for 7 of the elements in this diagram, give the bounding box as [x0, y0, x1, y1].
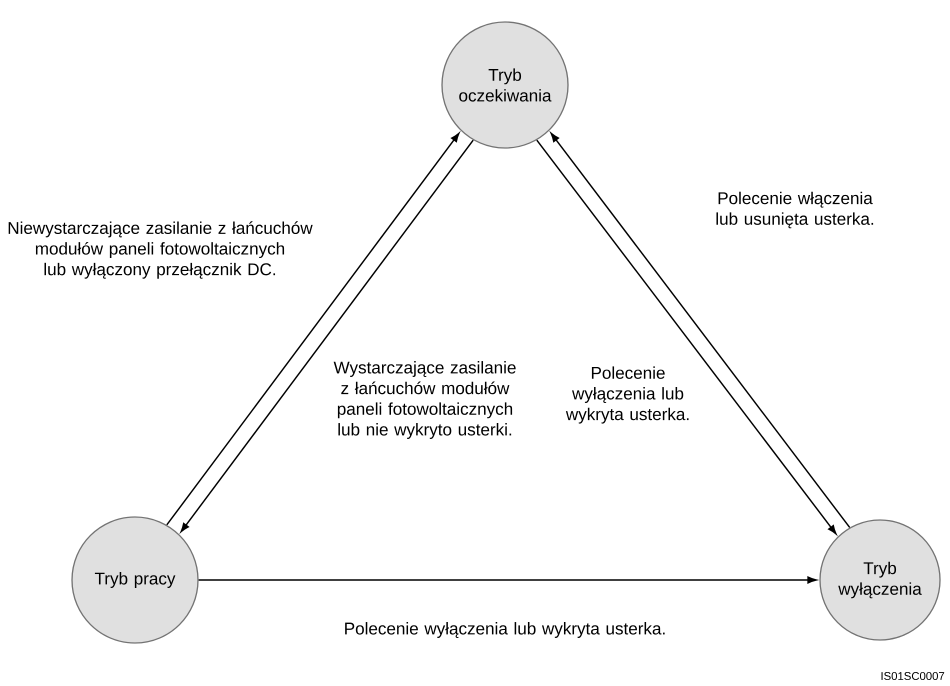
edge-label: Niewystarczające zasilanie z łańcuchów modułów paneli fotowoltaicznych lub wyłączony przełącznik DC. — [8, 221, 313, 279]
edge-label: Wystarczające zasilanie z łańcuchów modułów paneli fotowoltaicznych lub nie wykryto usterki. — [334, 361, 516, 439]
edge-label: Polecenie wyłączenia lub wykryta usterka. — [345, 622, 665, 638]
arrow — [198, 576, 817, 584]
edge-label: Polecenie wyłączenia lub wykryta usterka. — [566, 366, 689, 424]
figure-code: IS01SC0007 — [882, 672, 944, 680]
edge-label: Polecenie włączenia lub usunięta usterka. — [716, 192, 874, 228]
